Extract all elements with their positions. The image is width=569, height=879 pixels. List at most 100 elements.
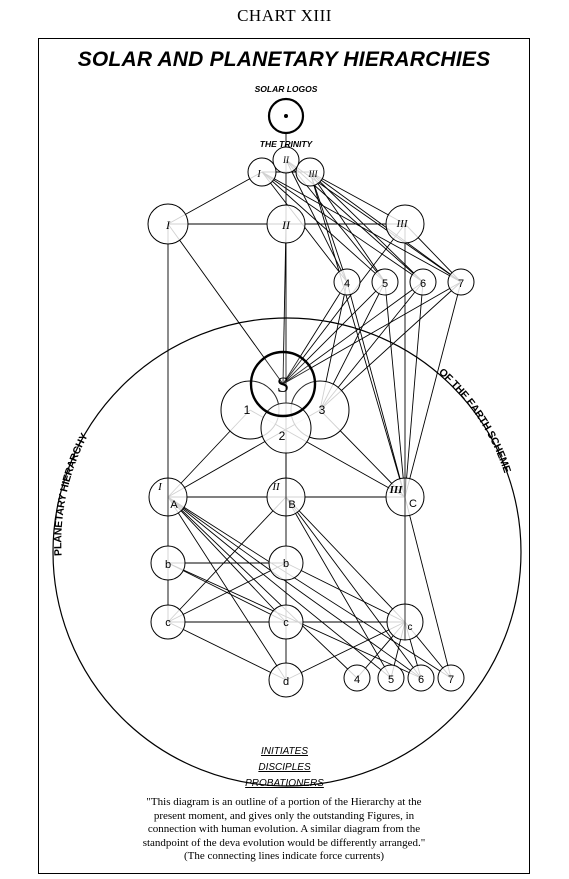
force-current-line <box>346 281 406 498</box>
force-current-line <box>282 281 348 385</box>
force-current-line <box>167 496 358 679</box>
sanat-kumara-circle <box>249 350 317 418</box>
node-d <box>268 662 304 698</box>
force-current-line <box>404 496 452 679</box>
initiates-label: INITIATES <box>260 746 309 757</box>
node-l6 <box>407 664 435 692</box>
node-label: III <box>389 484 404 496</box>
node-label: II <box>281 218 291 232</box>
force-current-line <box>309 171 462 283</box>
solar-logos-label: SOLAR LOGOS <box>255 84 318 94</box>
node-bL <box>150 545 186 581</box>
node-label: 6 <box>420 278 426 290</box>
node-tII <box>272 146 300 174</box>
force-current-line <box>285 496 392 679</box>
arc-text-left: PLANETARY HIERARCHY <box>52 431 91 556</box>
force-current-line <box>167 621 287 681</box>
node-tIII <box>295 157 325 187</box>
caption-line-5: (The connecting lines indicate force cur… <box>183 850 385 862</box>
node-l5 <box>377 664 405 692</box>
force-current-line <box>282 281 462 385</box>
node-label: c <box>283 617 289 629</box>
force-current-line <box>285 562 406 623</box>
node-label: 4 <box>354 674 360 686</box>
caption-line-4: standpoint of the deva evolution would b… <box>142 836 426 849</box>
node-label: A <box>170 499 178 511</box>
page-title: SOLAR AND PLANETARY HIERARCHIES <box>77 48 491 71</box>
force-current-line <box>282 223 287 385</box>
probationers-label: PROBATIONERS <box>245 778 324 789</box>
force-current-line <box>261 171 424 283</box>
force-current-line <box>167 496 422 679</box>
node-rIII <box>385 204 425 244</box>
node-label: b <box>165 559 171 571</box>
node-label: 3 <box>319 403 326 417</box>
node-cL <box>150 604 186 640</box>
force-current-line <box>282 281 424 385</box>
node-label: II <box>282 155 290 165</box>
node-l7 <box>437 664 465 692</box>
node-label: 1 <box>244 403 251 417</box>
force-current-line <box>285 496 422 679</box>
force-current-line <box>282 281 386 385</box>
node-label: B <box>288 499 295 511</box>
node-l4 <box>343 664 371 692</box>
force-current-line <box>261 171 462 283</box>
force-current-line <box>319 281 462 411</box>
force-current-line <box>282 223 406 385</box>
node-label: c <box>408 622 413 633</box>
node-label: II <box>271 481 281 493</box>
node-label: 5 <box>388 674 394 686</box>
earth-scheme-label: OF THE EARTH SCHEME <box>436 366 513 474</box>
node-rI <box>147 203 189 245</box>
node-cC <box>268 604 304 640</box>
node-label: C <box>409 498 417 510</box>
node-r7 <box>447 268 475 296</box>
force-current-line <box>167 496 392 679</box>
force-current-line <box>285 496 406 623</box>
node-r5 <box>371 268 399 296</box>
node-label: 6 <box>418 674 424 686</box>
force-current-line <box>404 281 462 498</box>
node-r6 <box>409 268 437 296</box>
force-current-line <box>309 171 406 498</box>
force-current-line <box>167 562 287 623</box>
sanat-kumara-label: S <box>277 372 289 397</box>
diagram-frame <box>38 38 530 874</box>
node-label: I <box>165 218 171 232</box>
force-current-line <box>384 281 406 498</box>
node-label: d <box>283 676 289 688</box>
node-label: I <box>157 481 163 493</box>
force-current-line <box>167 496 287 681</box>
planetary-scheme-circle <box>52 317 522 787</box>
node-label: b <box>283 558 289 570</box>
trinity-label: THE TRINITY <box>260 139 314 149</box>
caption-line-3: connection with human evolution. A simil… <box>147 823 421 835</box>
diagram-caption: "This diagram is an outline of a portion… <box>62 796 506 864</box>
disciples-label: DISCIPLES <box>258 762 311 773</box>
force-current-line <box>285 621 406 681</box>
node-label: III <box>396 218 409 230</box>
arc-text-right: OF THE EARTH SCHEME <box>436 366 513 474</box>
node-label: 7 <box>448 674 454 686</box>
chart-number: CHART XIII <box>237 6 332 25</box>
node-label: 7 <box>458 278 464 290</box>
node-label: 2 <box>279 429 286 443</box>
force-current-line <box>404 281 424 498</box>
force-current-line <box>309 171 348 283</box>
node-r4 <box>333 268 361 296</box>
hierarchy-nodes <box>147 97 475 698</box>
node-label: 4 <box>344 278 350 290</box>
force-current-line <box>167 496 287 623</box>
caption-line-1: "This diagram is an outline of a portion… <box>146 796 422 808</box>
planetary-hierarchy-label: PLANETARY HIERARCHY <box>52 431 90 556</box>
node-label: c <box>165 617 171 629</box>
force-current-line <box>261 171 386 283</box>
node-rII <box>266 204 306 244</box>
node-label: 5 <box>382 278 388 290</box>
node-tI <box>247 157 277 187</box>
solar-logos-dot <box>284 114 288 118</box>
